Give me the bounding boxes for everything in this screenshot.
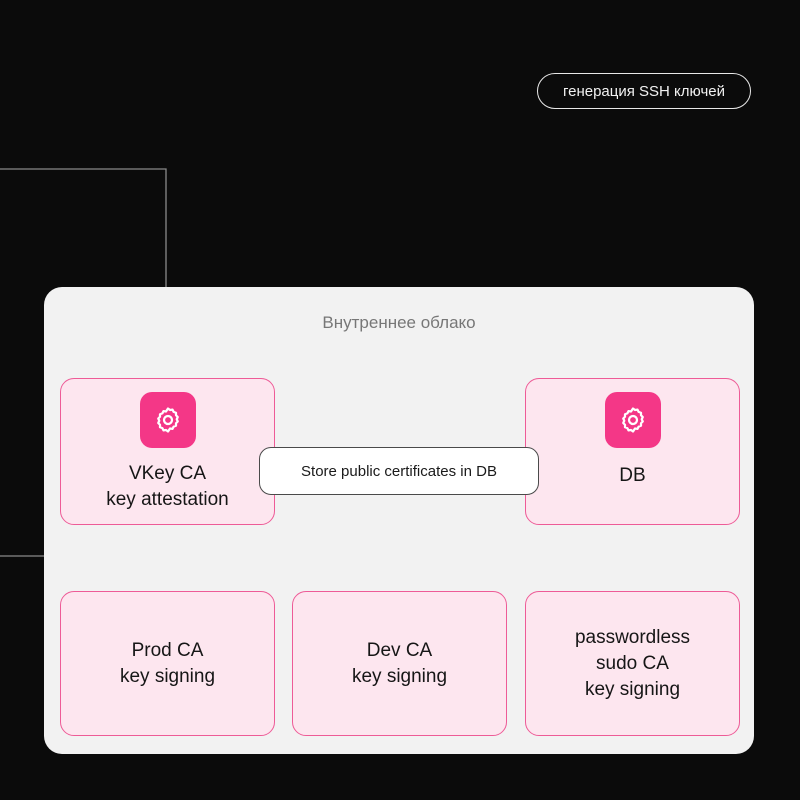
- ssh-keygen-tag: генерация SSH ключей: [537, 73, 751, 109]
- gear-icon: [604, 392, 661, 448]
- vkey-ca-node[interactable]: VKey CA key attestation: [60, 378, 275, 525]
- store-certificates-label: Store public certificates in DB: [259, 447, 539, 495]
- prod-ca-title: Prod CA: [131, 639, 204, 661]
- sudo-ca-line3: key signing: [584, 678, 681, 700]
- vkey-ca-subtitle: key attestation: [106, 489, 229, 510]
- prod-ca-node[interactable]: Prod CA key signing: [60, 591, 275, 736]
- dev-ca-node[interactable]: Dev CA key signing: [292, 591, 507, 736]
- dev-ca-subtitle: key signing: [351, 665, 448, 687]
- dev-ca-title: Dev CA: [366, 639, 433, 661]
- prod-ca-subtitle: key signing: [119, 665, 216, 687]
- ssh-keygen-tag-label: генерация SSH ключей: [562, 82, 725, 100]
- gear-icon: [139, 392, 196, 448]
- sudo-ca-line2: sudo CA: [596, 652, 669, 674]
- db-title: DB: [619, 465, 646, 486]
- store-certificates-text: Store public certificates in DB: [301, 462, 497, 480]
- vkey-ca-title: VKey CA: [128, 463, 207, 484]
- db-node[interactable]: DB: [525, 378, 740, 525]
- sudo-ca-node[interactable]: passwordless sudo CA key signing: [525, 591, 740, 736]
- internal-cloud-title: Внутреннее облако: [322, 313, 476, 332]
- sudo-ca-line1: passwordless: [574, 626, 691, 648]
